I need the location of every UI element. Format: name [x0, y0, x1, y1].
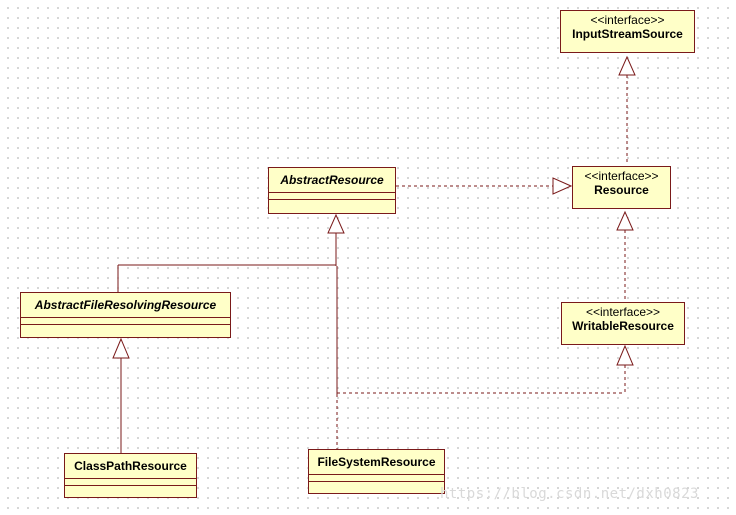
class-header: <<interface>> Resource	[573, 167, 670, 200]
class-header: <<interface>> InputStreamSource	[561, 11, 694, 44]
class-header: FileSystemResource	[309, 450, 444, 475]
attributes-compartment	[65, 479, 196, 486]
watermark-text: https://blog.csdn.net/dxh0823	[440, 486, 699, 502]
class-name: Resource	[594, 183, 649, 197]
arrowhead-writableresource	[616, 344, 634, 366]
operations-compartment	[309, 482, 444, 488]
arrowhead-abstractresource	[327, 213, 345, 234]
class-name: ClassPathResource	[74, 459, 187, 473]
attributes-compartment	[269, 193, 395, 200]
class-header: <<interface>> WritableResource	[562, 303, 684, 336]
stereotype-label: <<interface>>	[584, 169, 659, 183]
class-abstractfileresolvingresource[interactable]: AbstractFileResolvingResource	[20, 292, 231, 338]
arrowhead-afrr	[112, 337, 130, 359]
class-name: WritableResource	[572, 319, 674, 333]
class-resource[interactable]: <<interface>> Resource	[572, 166, 671, 209]
operations-compartment	[21, 325, 230, 331]
stereotype-label: <<interface>>	[585, 305, 661, 319]
attributes-compartment	[21, 318, 230, 325]
class-classpathresource[interactable]: ClassPathResource	[64, 453, 197, 498]
attributes-compartment	[309, 475, 444, 482]
arrowhead-resource-left	[552, 177, 573, 195]
class-name: AbstractResource	[280, 173, 384, 187]
operations-compartment	[269, 200, 395, 206]
arrowhead-inputstreamsource	[618, 55, 636, 76]
class-filesystemresource[interactable]: FileSystemResource	[308, 449, 445, 494]
arrowhead-resource-bottom	[616, 210, 634, 231]
class-header: AbstractResource	[269, 168, 395, 193]
class-name: InputStreamSource	[572, 27, 683, 41]
class-name: AbstractFileResolvingResource	[34, 298, 217, 312]
class-writableresource[interactable]: <<interface>> WritableResource	[561, 302, 685, 345]
operations-compartment	[65, 486, 196, 492]
class-abstractresource[interactable]: AbstractResource	[268, 167, 396, 214]
class-header: AbstractFileResolvingResource	[21, 293, 230, 318]
class-header: ClassPathResource	[65, 454, 196, 479]
class-name: FileSystemResource	[317, 455, 436, 469]
class-inputstreamsource[interactable]: <<interface>> InputStreamSource	[560, 10, 695, 53]
stereotype-label: <<interface>>	[590, 13, 665, 27]
